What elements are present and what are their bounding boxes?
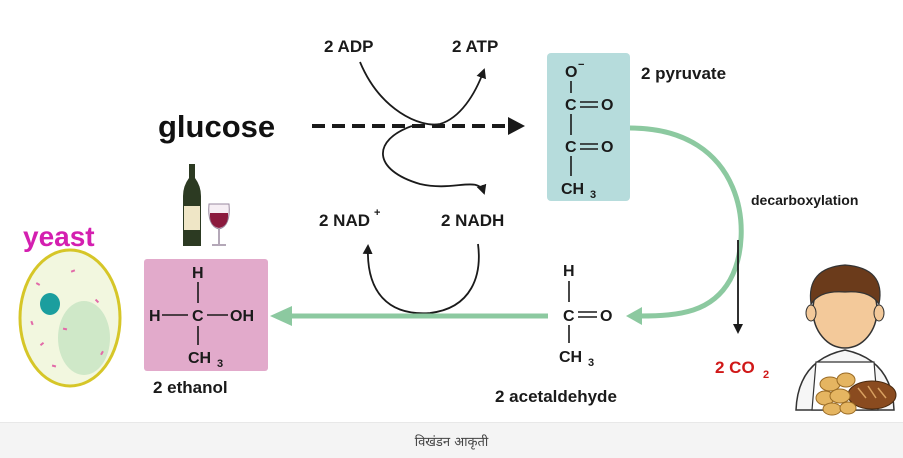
ethanol-h-top: H (192, 265, 204, 282)
acetaldehyde-structure: H C O CH 3 (559, 263, 612, 369)
adp-label: 2 ADP (324, 37, 373, 56)
decarboxylation-arrowhead (626, 307, 642, 325)
ethanol-label: 2 ethanol (153, 378, 228, 397)
yeast-label: yeast (23, 221, 95, 252)
ethanol-box (144, 259, 268, 371)
wine-glass-icon (208, 203, 230, 246)
pyruvate-label: 2 pyruvate (641, 64, 726, 83)
diagram-canvas: O − C O C O CH 3 H C O CH 3 H H C OH (18, 37, 897, 416)
nadh-to-nad-arrow (362, 243, 480, 315)
acetaldehyde-c: C (563, 308, 575, 325)
nad-plus-sign: + (374, 207, 380, 219)
ethanol-structure: H H C OH CH 3 (149, 265, 254, 370)
glucose-arrowhead (508, 117, 525, 135)
yeast-cell-illustration (18, 248, 122, 388)
caption-bar: विखंडन आकृती (0, 422, 903, 458)
nad-to-nadh-arrow (382, 125, 487, 195)
acetaldehyde-h-sub: 3 (588, 357, 594, 369)
atp-label: 2 ATP (452, 37, 498, 56)
reduction-arrowhead (270, 306, 292, 326)
co2-label: 2 CO (715, 358, 755, 377)
fermentation-diagram: O − C O C O CH 3 H C O CH 3 H H C OH (18, 37, 897, 416)
pyruvate-box (547, 53, 630, 201)
acetaldehyde-label: 2 acetaldehyde (495, 387, 617, 406)
pyruvate-h-sub: 3 (590, 189, 596, 201)
co2-subscript: 2 (763, 369, 769, 381)
pyruvate-c2: C (565, 139, 577, 156)
pyruvate-ch: CH (561, 181, 584, 198)
pyruvate-minus-sign: − (578, 59, 584, 71)
pyruvate-o-minus: O (565, 64, 577, 81)
adp-atp-arrow (359, 61, 486, 126)
ethanol-h-sub: 3 (217, 358, 223, 370)
baker-illustration (795, 264, 897, 416)
ethanol-ch: CH (188, 350, 211, 367)
ethanol-h-left: H (149, 308, 161, 325)
glucose-label: glucose (158, 109, 275, 144)
ethanol-oh: OH (230, 308, 254, 325)
decarboxylation-arrow (629, 125, 744, 319)
acetaldehyde-o: O (600, 308, 612, 325)
figure-caption: विखंडन आकृती (414, 434, 489, 450)
pyruvate-structure: O − C O C O CH 3 (561, 59, 613, 201)
acetaldehyde-ch: CH (559, 349, 582, 366)
nadh-label: 2 NADH (441, 211, 504, 230)
wine-bottle-icon (183, 164, 201, 246)
pyruvate-c1: C (565, 97, 577, 114)
acetaldehyde-h: H (563, 263, 575, 280)
decarboxylation-label: decarboxylation (751, 192, 858, 208)
ethanol-c: C (192, 308, 204, 325)
nad-label: 2 NAD (319, 211, 370, 230)
pyruvate-o2: O (601, 139, 613, 156)
pyruvate-o1: O (601, 97, 613, 114)
